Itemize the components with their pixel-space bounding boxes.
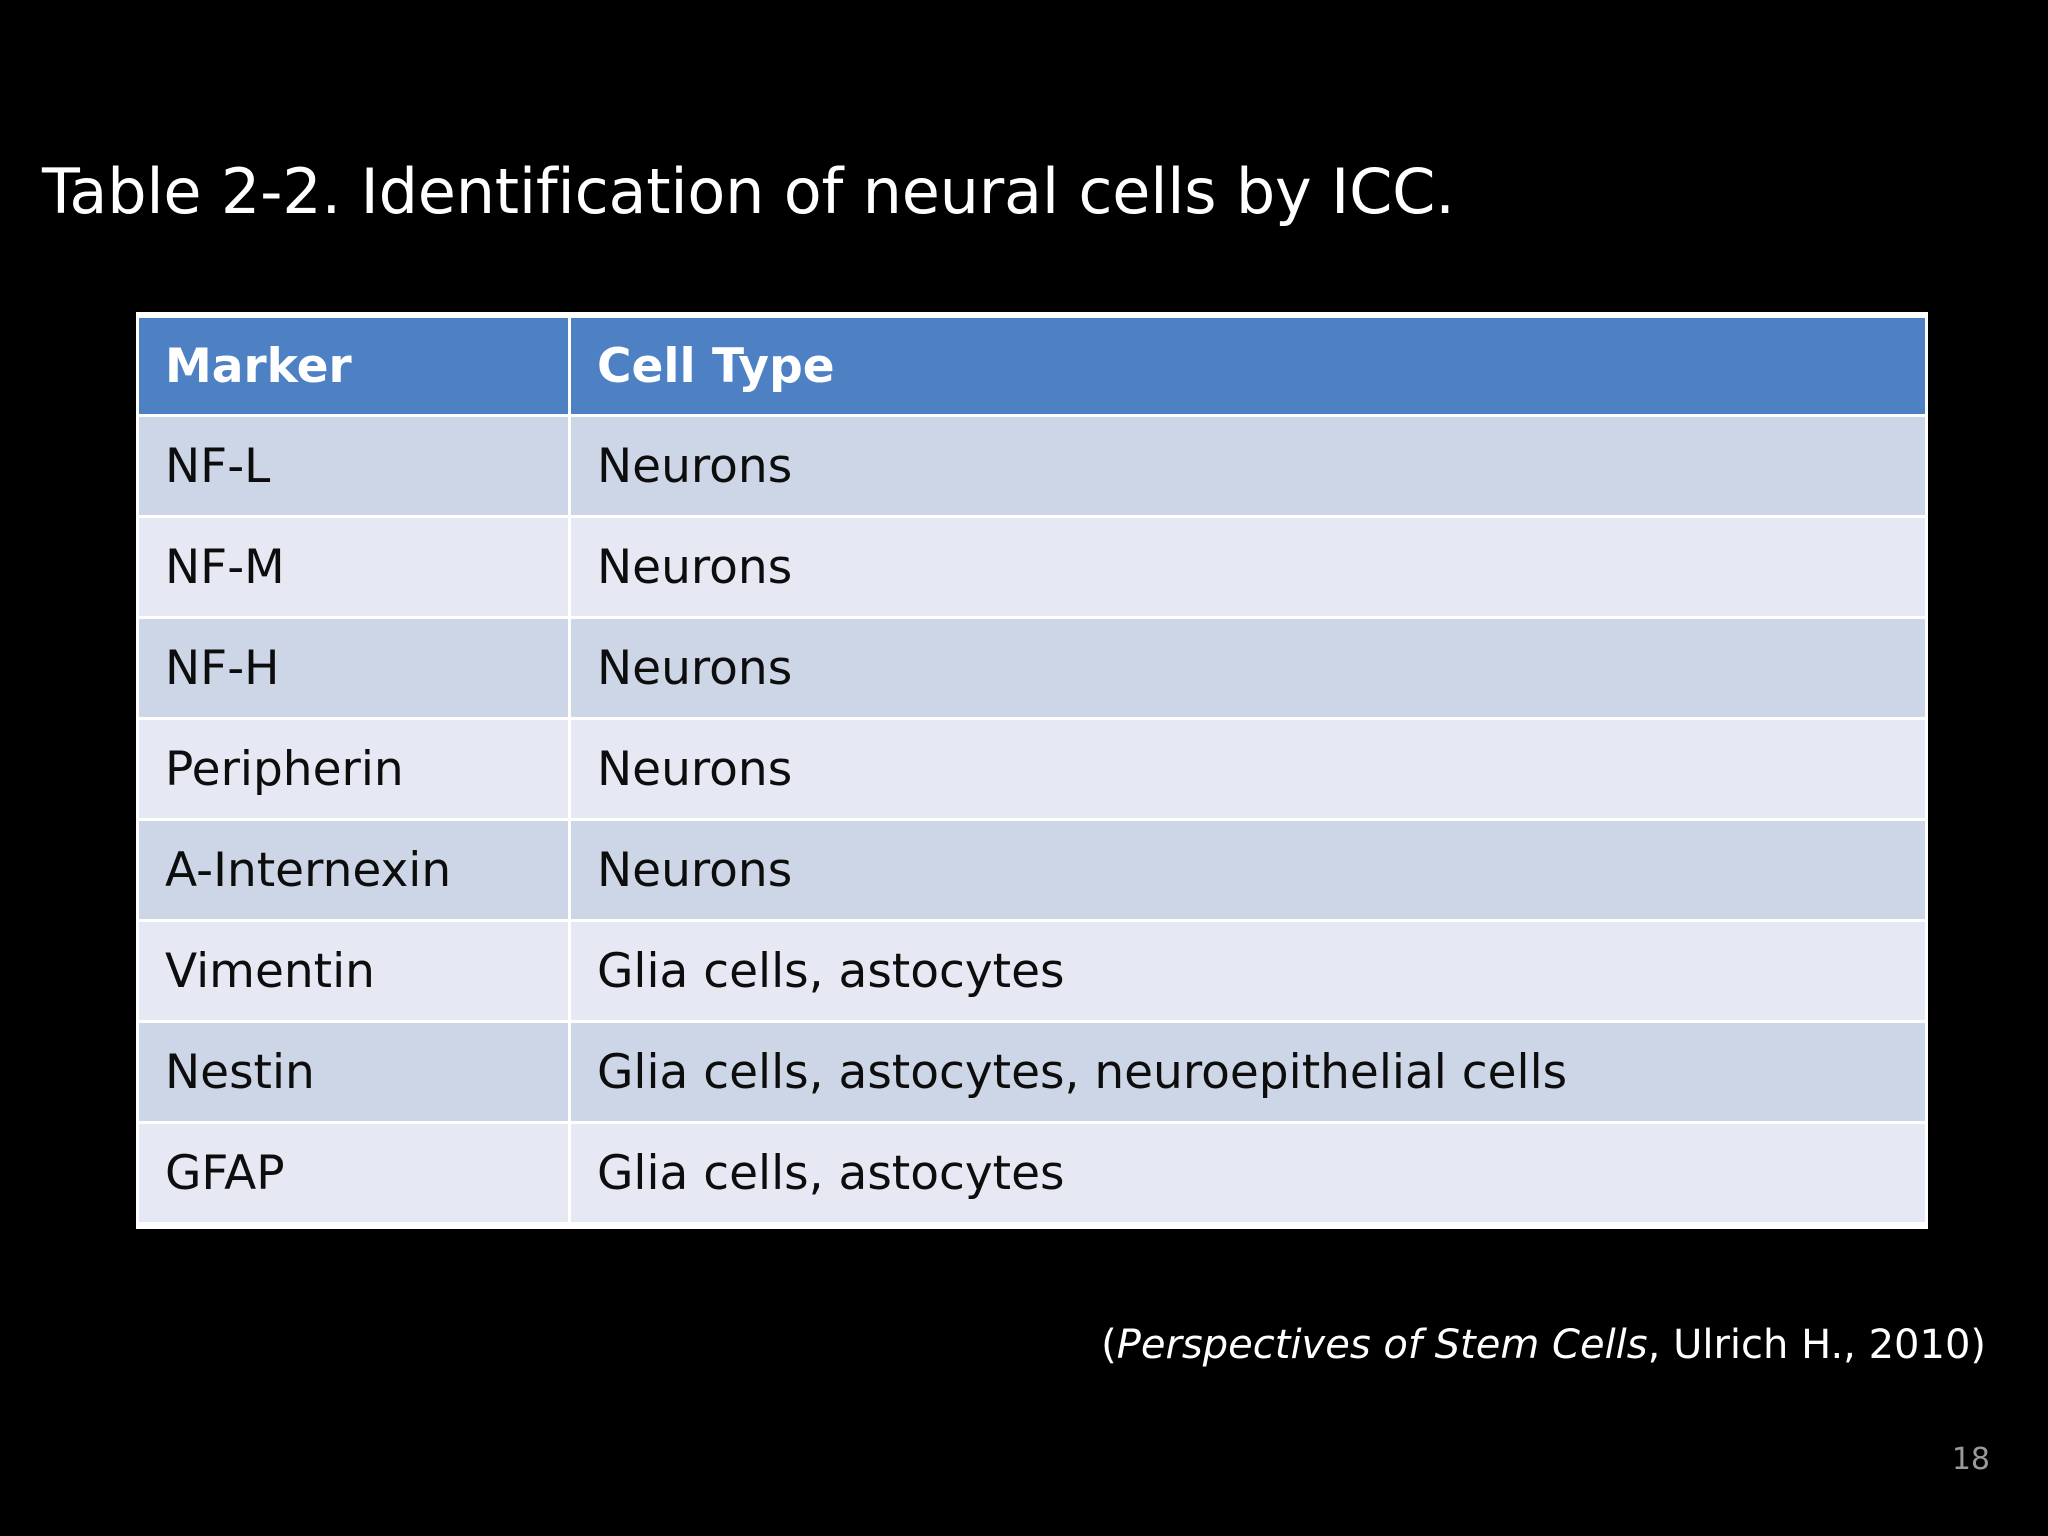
cell-cell-type: Neurons [571, 821, 1925, 919]
cell-marker: Nestin [139, 1023, 571, 1121]
table-row: Peripherin Neurons [139, 720, 1925, 818]
cell-cell-type: Neurons [571, 720, 1925, 818]
table-row: Nestin Glia cells, astocytes, neuroepith… [139, 1023, 1925, 1121]
column-header-cell-type: Cell Type [571, 318, 1925, 414]
table-body: NF-L Neurons NF-M Neurons NF-H Neurons P… [139, 417, 1925, 1222]
citation-author-year: , Ulrich H., 2010) [1647, 1322, 1986, 1368]
table-row: NF-M Neurons [139, 518, 1925, 616]
page-number: 18 [1951, 1442, 1990, 1477]
cell-cell-type: Glia cells, astocytes, neuroepithelial c… [571, 1023, 1925, 1121]
cell-marker: Vimentin [139, 922, 571, 1020]
table-row: GFAP Glia cells, astocytes [139, 1124, 1925, 1222]
cell-marker: NF-L [139, 417, 571, 515]
table-header-row: Marker Cell Type [139, 318, 1925, 414]
table-row: Vimentin Glia cells, astocytes [139, 922, 1925, 1020]
cell-cell-type: Glia cells, astocytes [571, 922, 1925, 1020]
table-header: Marker Cell Type [139, 318, 1925, 414]
citation-source-title: Perspectives of Stem Cells [1116, 1322, 1648, 1368]
source-citation: (Perspectives of Stem Cells, Ulrich H., … [1101, 1322, 1986, 1368]
icc-table: Marker Cell Type NF-L Neurons NF-M Neuro… [139, 315, 1925, 1225]
citation-open-paren: ( [1101, 1322, 1117, 1368]
cell-cell-type: Glia cells, astocytes [571, 1124, 1925, 1222]
table-row: NF-L Neurons [139, 417, 1925, 515]
cell-marker: NF-H [139, 619, 571, 717]
cell-cell-type: Neurons [571, 417, 1925, 515]
cell-marker: NF-M [139, 518, 571, 616]
cell-cell-type: Neurons [571, 518, 1925, 616]
table-row: NF-H Neurons [139, 619, 1925, 717]
cell-marker: A-Internexin [139, 821, 571, 919]
table-row: A-Internexin Neurons [139, 821, 1925, 919]
cell-marker: GFAP [139, 1124, 571, 1222]
cell-cell-type: Neurons [571, 619, 1925, 717]
cell-marker: Peripherin [139, 720, 571, 818]
icc-table-container: Marker Cell Type NF-L Neurons NF-M Neuro… [136, 312, 1928, 1229]
column-header-marker: Marker [139, 318, 571, 414]
page-title: Table 2-2. Identification of neural cell… [42, 155, 1455, 228]
